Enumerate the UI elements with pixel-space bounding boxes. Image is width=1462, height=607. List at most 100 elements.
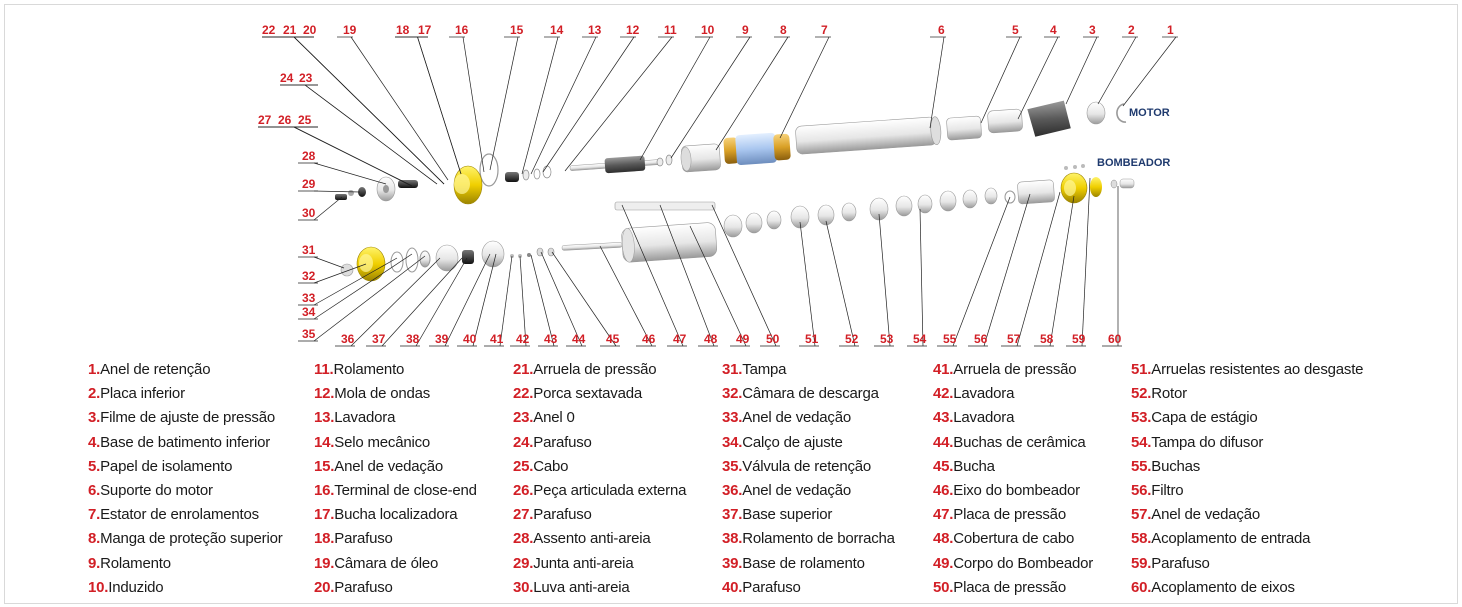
callout-number: 13 <box>588 23 602 37</box>
legend-item: 6.Suporte do motor <box>88 479 283 503</box>
callout-number: 39 <box>435 332 449 346</box>
legend-item: 14.Selo mecânico <box>314 431 477 455</box>
callout-5: 5 <box>980 23 1022 124</box>
callout-35: 35 <box>298 255 426 342</box>
stator <box>723 132 791 166</box>
callout-20: 20 <box>262 23 445 185</box>
callout-number: 17 <box>418 23 432 37</box>
legend-item: 12.Mola de ondas <box>314 382 477 406</box>
legend-item-text: Peça articulada externa <box>533 481 687 499</box>
legend-item: 45.Bucha <box>933 455 1093 479</box>
callout-leader-line <box>1081 177 1091 347</box>
callout-leader-line <box>689 225 747 347</box>
legend-item: 26.Peça articulada externa <box>513 479 686 503</box>
legend-item-text: Buchas <box>1151 457 1201 475</box>
callout-40: 40 <box>457 253 497 347</box>
legend-item-text: Mola de ondas <box>334 385 431 403</box>
legend-item: 39.Base de rolamento <box>722 552 895 576</box>
callout-leader-line <box>715 36 789 151</box>
legend-item-text: Anel de retenção <box>100 361 211 378</box>
callout-number: 19 <box>343 23 357 37</box>
legend-item: 43.Lavadora <box>933 406 1093 430</box>
legend-item-number: 32. <box>722 385 743 403</box>
legend-item: 30.Luva anti-areia <box>513 576 686 600</box>
legend-item-text: Lavadora <box>953 385 1015 403</box>
legend-item: 28.Assento anti-areia <box>513 527 686 551</box>
legend-item-text: Câmara de descarga <box>742 385 879 403</box>
legend-item-number: 8. <box>88 530 101 548</box>
callout-number: 53 <box>880 332 894 346</box>
legend-item-number: 3. <box>88 409 101 427</box>
callout-number: 9 <box>742 23 749 37</box>
legend-item-text: Eixo do bombeador <box>953 481 1080 499</box>
callout-leader-line <box>621 204 684 347</box>
callout-leader-line <box>519 255 527 347</box>
callout-19: 19 <box>337 23 449 181</box>
legend-item-number: 11. <box>314 361 334 378</box>
legend-item-number: 1. <box>88 361 101 378</box>
callout-17: 17 <box>395 23 462 175</box>
legend-item: 52.Rotor <box>1131 382 1363 406</box>
legend-item-number: 46. <box>933 481 954 499</box>
callout-43: 43 <box>530 254 558 347</box>
legend-item-text: Anel de vedação <box>742 481 852 499</box>
callout-55: 55 <box>937 196 1011 347</box>
legend-item-text: Corpo do Bombeador <box>953 554 1094 572</box>
callout-leader-line <box>980 36 1021 124</box>
callout-16: 16 <box>449 23 485 173</box>
callout-7: 7 <box>779 23 831 139</box>
callout-leader-line <box>564 36 673 172</box>
callout-33: 33 <box>298 257 398 306</box>
callout-leader-line <box>462 36 485 173</box>
callout-number: 15 <box>510 23 524 37</box>
legend-item: 20.Parafuso <box>314 576 477 600</box>
upper-base <box>435 240 505 272</box>
callout-number: 60 <box>1108 332 1122 346</box>
legend-item-text: Acoplamento de entrada <box>1151 530 1311 548</box>
legend-item: 34.Calço de ajuste <box>722 431 895 455</box>
callout-34: 34 <box>298 253 413 320</box>
callout-6: 6 <box>929 23 946 129</box>
callout-leader-line <box>313 190 361 193</box>
legend-item: 37.Base superior <box>722 503 895 527</box>
callout-leader-line <box>489 36 519 171</box>
legend-item-number: 55. <box>1131 457 1152 475</box>
legend-item: 35.Válvula de retenção <box>722 455 895 479</box>
legend-item-text: Anel 0 <box>533 409 575 427</box>
legend-item: 32.Câmara de descarga <box>722 382 895 406</box>
callout-31: 31 <box>298 243 345 269</box>
callout-48: 48 <box>659 204 718 347</box>
callout-number: 41 <box>490 332 504 346</box>
callout-51: 51 <box>799 221 819 347</box>
callout-leader-line <box>381 257 463 347</box>
callout-number: 24 <box>280 71 294 85</box>
legend-item: 1.Anel de retenção <box>88 358 283 382</box>
callout-number: 50 <box>766 332 780 346</box>
legend-item: 13.Lavadora <box>314 406 477 430</box>
callout-leader-line <box>444 253 491 347</box>
legend-item-number: 42. <box>933 385 954 403</box>
legend-item: 59.Parafuso <box>1131 552 1363 576</box>
legend-item-text: Placa de pressão <box>953 506 1066 524</box>
legend-item-number: 51. <box>1131 361 1152 378</box>
callout-number: 30 <box>302 206 316 220</box>
legend-item-text: Parafuso <box>334 578 393 596</box>
motor-assembly <box>335 100 1127 205</box>
callout-21: 21 <box>262 23 445 185</box>
callout-leader-line <box>530 36 597 175</box>
callout-number: 44 <box>572 332 586 346</box>
callout-23: 23 <box>280 71 438 185</box>
legend-item-number: 37. <box>722 506 743 524</box>
legend-item: 8.Manga de proteção superior <box>88 527 283 551</box>
callout-number: 27 <box>258 113 272 127</box>
legend-item: 40.Parafuso <box>722 576 895 600</box>
legend-item-text: Parafuso <box>742 578 801 596</box>
pump-body <box>614 201 718 263</box>
callout-14: 14 <box>521 23 564 175</box>
callout-27: 27 <box>258 113 413 187</box>
legend-item-text: Selo mecânico <box>334 433 431 451</box>
legend-item: 2.Placa inferior <box>88 382 283 406</box>
callout-leader-line <box>313 255 426 342</box>
